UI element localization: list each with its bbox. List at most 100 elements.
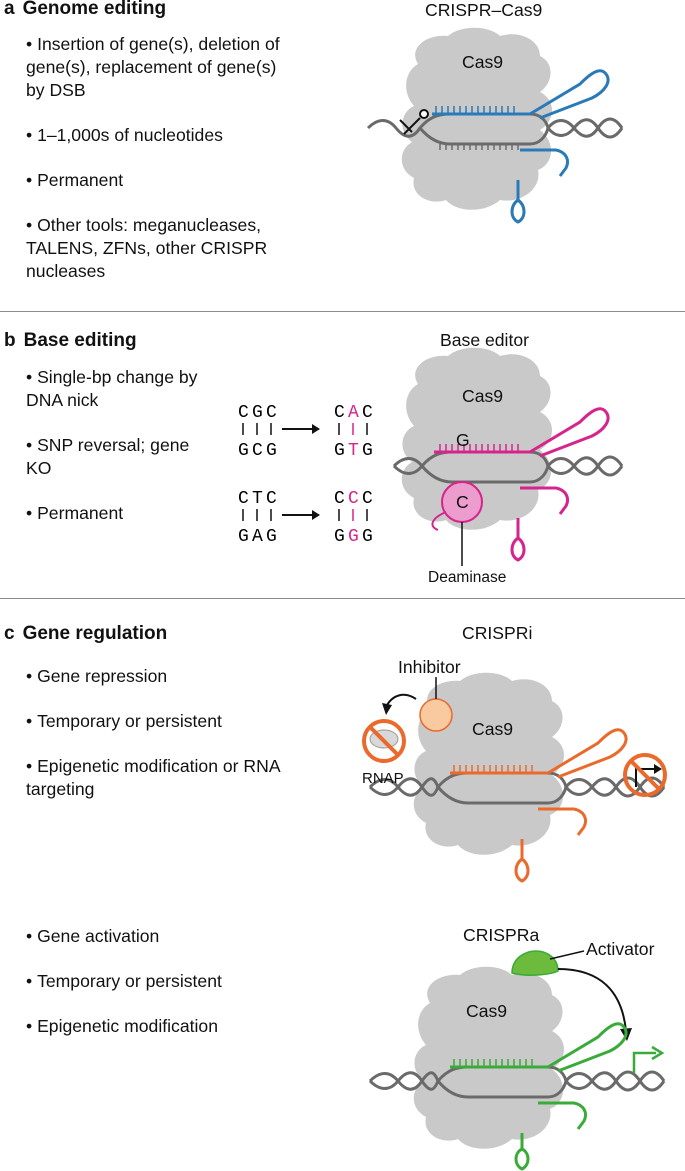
seq-after-top-1: A: [348, 403, 359, 423]
seq-after-bottom-0: G: [334, 527, 345, 547]
activation-arrow: [557, 968, 627, 1032]
seq-after-top-2: C: [362, 403, 373, 423]
protein-label: Cas9: [462, 386, 503, 406]
dna-strand: [392, 457, 424, 468]
guide-rna-pairs: [453, 765, 533, 773]
diagram-title: CRISPR–Cas9: [425, 0, 543, 20]
bullet-item: Insertion of gene(s), deletion of gene(s…: [26, 33, 296, 102]
inhibitor-label: Inhibitor: [398, 657, 461, 677]
panel-letter: b: [4, 330, 16, 351]
conversion-row: C G C G C G C A C G T G: [238, 403, 373, 461]
base-conversion-table: C G C G C G C A C G T G C T C G A G C C: [238, 403, 373, 547]
seq-before-bottom-0: G: [238, 441, 249, 461]
activator-pointer: [549, 950, 585, 960]
crispra-diagram: Cas9 Activator: [368, 939, 666, 1171]
protein-label: Cas9: [466, 1001, 507, 1021]
bullet-list: Insertion of gene(s), deletion of gene(s…: [26, 33, 296, 305]
seq-after-bottom-2: G: [362, 441, 373, 461]
dna-strand: [366, 119, 422, 138]
cleavage-scissors-icon: [399, 109, 429, 135]
seq-before-top-0: C: [238, 489, 249, 509]
transcription-blocked-icon: [623, 753, 667, 797]
bullet-list-crispra: Gene activation Temporary or persistent …: [26, 925, 286, 1060]
seq-after-bottom-1: T: [348, 441, 359, 461]
cas9-protein-shape: [413, 966, 564, 1149]
protein-label: Cas9: [472, 719, 513, 739]
bullet-item: Permanent: [26, 169, 296, 192]
seq-after-top-1: C: [348, 489, 359, 509]
seq-before-bottom-0: G: [238, 527, 249, 547]
dna-strand: [368, 1071, 440, 1091]
panel-divider: [0, 598, 685, 599]
guide-rna-pairs: [453, 1059, 533, 1067]
diagram-title-crispra: CRISPRa: [463, 925, 540, 945]
seq-after-top-2: C: [362, 489, 373, 509]
bullet-item: Epigenetic modification: [26, 1015, 286, 1038]
dna-strand: [564, 1070, 666, 1092]
panel-genome-editing: a Genome editing Insertion of gene(s), de…: [0, 0, 685, 311]
deaminase-label: Deaminase: [428, 569, 506, 586]
dna-strand: [546, 117, 624, 138]
transcription-start-icon: [632, 1045, 665, 1073]
bullet-item: Gene repression: [26, 665, 286, 688]
panel-letter: c: [4, 623, 15, 644]
activator-shape: [511, 950, 559, 976]
bullet-item: 1–1,000s of nucleotides: [26, 124, 296, 147]
protein-label: Cas9: [462, 52, 503, 72]
seq-before-top-2: C: [266, 489, 277, 509]
bullet-item: Permanent: [26, 502, 216, 525]
bullet-item: Gene activation: [26, 925, 286, 948]
seq-before-bottom-1: C: [252, 441, 263, 461]
crispri-diagram: Cas9 Inhibitor RNAP: [362, 657, 667, 883]
panel-title: Gene regulation: [22, 623, 168, 644]
bullet-item: Temporary or persistent: [26, 710, 286, 733]
base-pairs: [439, 144, 519, 150]
panel-base-editing: b Base editing Single-bp change by DNA ni…: [0, 312, 685, 598]
dna-strand: [368, 777, 440, 797]
arrow-icon: [282, 510, 320, 520]
bullet-item: Other tools: meganucleases, TALENS, ZFNs…: [26, 214, 296, 283]
bullet-list-crispri: Gene repression Temporary or persistent …: [26, 665, 286, 823]
seq-after-top-0: C: [334, 489, 345, 509]
seq-before-top-0: C: [238, 403, 249, 423]
seq-after-bottom-2: G: [362, 527, 373, 547]
panel-heading: b Base editing: [4, 330, 137, 352]
diagram-title-crispri: CRISPRi: [462, 623, 533, 643]
rnap-label: RNAP: [362, 770, 404, 787]
seq-after-bottom-1: G: [348, 527, 359, 547]
deaminase-base-label: C: [456, 492, 469, 512]
panel-gene-regulation: c Gene regulation Gene repression Tempora…: [0, 599, 685, 1171]
panel-title: Base editing: [23, 330, 137, 351]
panel-letter: a: [4, 0, 15, 19]
panel-heading: c Gene regulation: [4, 623, 167, 645]
arrow-icon: [282, 424, 320, 434]
deaminase-linker: [431, 511, 447, 531]
bullet-item: SNP reversal; gene KO: [26, 434, 216, 480]
dna-strand: [546, 456, 624, 477]
seq-after-bottom-0: G: [334, 441, 345, 461]
bullet-item: Epigenetic modification or RNA targeting: [26, 755, 286, 801]
panel-heading: a Genome editing: [4, 0, 166, 20]
conversion-row: C T C G A G C C C G G G: [238, 489, 373, 547]
guide-rna-pairs: [435, 106, 515, 114]
bullet-item: Temporary or persistent: [26, 970, 286, 993]
seq-before-top-2: C: [266, 403, 277, 423]
panel-title: Genome editing: [22, 0, 167, 19]
guide-rna-pairs: [439, 444, 519, 452]
diagram-title: Base editor: [440, 330, 529, 350]
bullet-item: Single-bp change by DNA nick: [26, 366, 216, 412]
bullet-list: Single-bp change by DNA nick SNP reversa…: [26, 366, 216, 547]
dna-strand: [368, 777, 440, 797]
dna-strand: [546, 118, 624, 139]
dna-strand: [546, 455, 624, 476]
rnap-blocked-icon: [362, 719, 406, 763]
dna-strand: [392, 464, 424, 475]
cas9-protein-shape: [401, 27, 552, 210]
panel-divider: [0, 311, 685, 312]
dna-strand: [368, 1071, 440, 1091]
inhibitor-shape: [419, 698, 453, 732]
seq-before-top-1: G: [252, 403, 263, 423]
seq-before-bottom-1: A: [252, 527, 263, 547]
seq-after-top-0: C: [334, 403, 345, 423]
base-editor-diagram: Cas9 G C Deaminase: [392, 347, 624, 586]
